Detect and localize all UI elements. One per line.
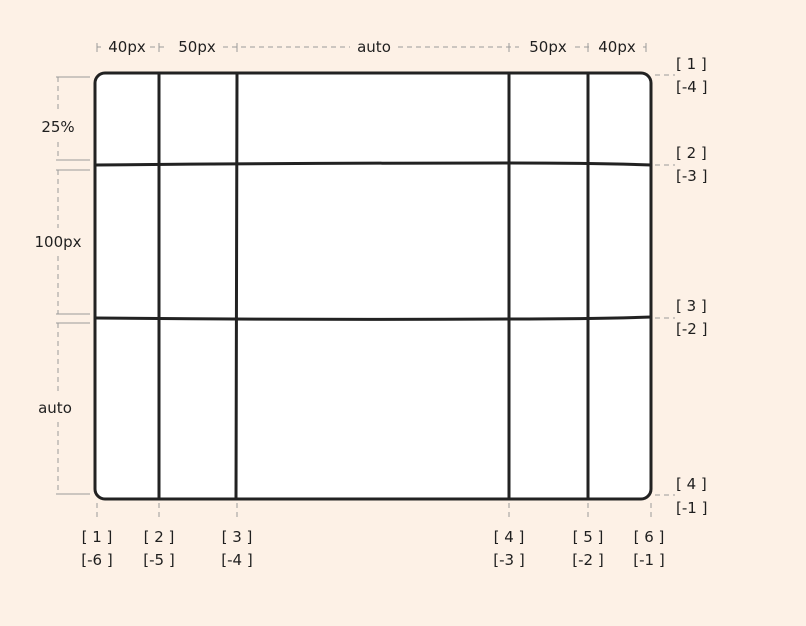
row-line-3-negative: [-2 ] bbox=[676, 320, 707, 338]
row-line-2 bbox=[93, 161, 653, 167]
column-line-2-negative: [-5 ] bbox=[143, 551, 174, 569]
column-line-5-positive: [ 5 ] bbox=[573, 528, 604, 546]
row-line-4-negative: [-1 ] bbox=[676, 499, 707, 517]
column-line-6-negative: [-1 ] bbox=[633, 551, 664, 569]
column-size-1: 40px bbox=[108, 38, 146, 56]
row-line-3 bbox=[93, 315, 653, 321]
column-line-3-positive: [ 3 ] bbox=[222, 528, 253, 546]
column-size-5: 40px bbox=[598, 38, 636, 56]
column-size-2: 50px bbox=[178, 38, 216, 56]
column-line-number-guides: [ 1 ] [-6 ] [ 2 ] [-5 ] [ 3 ] [-4 ] [ 4 … bbox=[81, 503, 665, 569]
row-line-number-guides: [ 1 ] [-4 ] [ 2 ] [-3 ] [ 3 ] [-2 ] [ 4 … bbox=[655, 55, 707, 517]
row-line-1-negative: [-4 ] bbox=[676, 78, 707, 96]
row-line-1-positive: [ 1 ] bbox=[676, 55, 707, 73]
column-size-3: auto bbox=[357, 38, 391, 56]
column-line-3 bbox=[234, 71, 239, 501]
row-size-1: 25% bbox=[41, 118, 74, 136]
column-line-3-negative: [-4 ] bbox=[221, 551, 252, 569]
column-line-4-negative: [-3 ] bbox=[493, 551, 524, 569]
column-line-1-positive: [ 1 ] bbox=[82, 528, 113, 546]
grid-container bbox=[93, 71, 653, 501]
column-size-4: 50px bbox=[529, 38, 567, 56]
row-line-3-positive: [ 3 ] bbox=[676, 297, 707, 315]
row-line-2-negative: [-3 ] bbox=[676, 167, 707, 185]
column-line-4-positive: [ 4 ] bbox=[494, 528, 525, 546]
row-line-2-positive: [ 2 ] bbox=[676, 144, 707, 162]
column-line-1-negative: [-6 ] bbox=[81, 551, 112, 569]
column-size-guides: 40px 50px auto 50px 40px bbox=[96, 38, 647, 56]
column-line-5-negative: [-2 ] bbox=[572, 551, 603, 569]
column-line-2-positive: [ 2 ] bbox=[144, 528, 175, 546]
row-line-4-positive: [ 4 ] bbox=[676, 475, 707, 493]
row-size-3: auto bbox=[38, 399, 72, 417]
column-line-6-positive: [ 6 ] bbox=[634, 528, 665, 546]
row-size-guides: 25% 100px auto bbox=[34, 76, 90, 495]
row-size-2: 100px bbox=[34, 233, 81, 251]
